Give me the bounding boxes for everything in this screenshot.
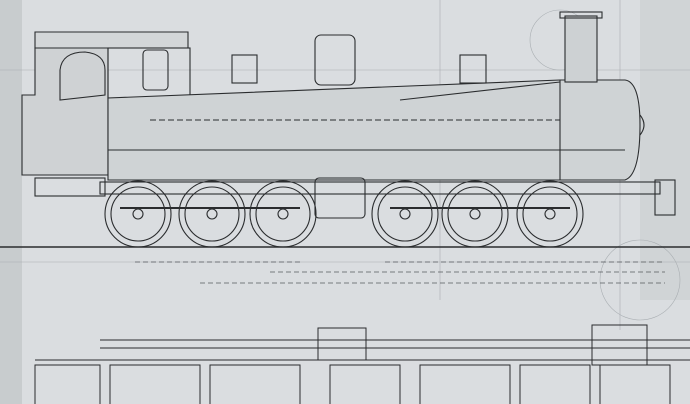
cab-side <box>21 47 109 176</box>
cylinder-plan <box>591 324 648 366</box>
wheel <box>371 180 439 248</box>
plan-view <box>34 324 690 404</box>
dimension-lines <box>135 261 665 284</box>
cylinder-plan <box>317 327 367 361</box>
steam-dome <box>314 34 356 86</box>
wheel <box>249 180 317 248</box>
sand-dome <box>459 54 487 84</box>
wheel <box>178 180 246 248</box>
coal-bunker-base <box>34 177 106 197</box>
frame <box>99 181 661 195</box>
smokebox-door <box>639 114 645 136</box>
cab-front-window <box>142 49 169 91</box>
side-elevation <box>0 11 690 248</box>
boiler <box>107 79 641 181</box>
buffer-beam <box>654 179 676 216</box>
left-shade <box>0 0 22 404</box>
wheel <box>104 180 172 248</box>
wheels <box>104 180 584 248</box>
right-shade <box>640 0 690 300</box>
cab-roof <box>34 31 189 49</box>
smokestack-cap <box>559 11 603 19</box>
cylinder <box>314 177 366 219</box>
cab-window <box>59 51 106 101</box>
smokestack <box>564 15 598 83</box>
frame-sections <box>34 364 671 404</box>
safety-valve <box>231 54 258 84</box>
wheel <box>441 180 509 248</box>
wheel <box>516 180 584 248</box>
